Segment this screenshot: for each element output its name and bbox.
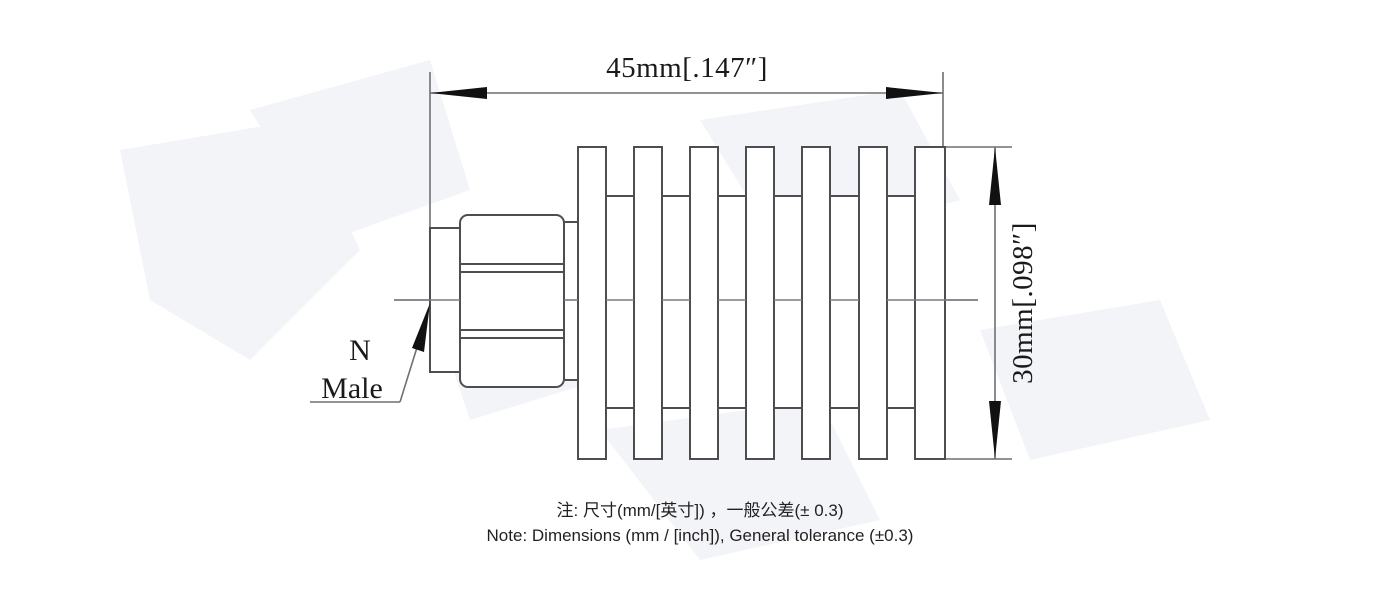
heatsink-fin [858,146,888,460]
callout-label-line2: Male [321,372,383,405]
length-dimension-label: 45mm[.147″] [606,52,768,84]
heatsink-fin [633,146,663,460]
height-arrow-bottom [989,401,1001,459]
heatsink-fin [745,146,775,460]
connector-collar [563,221,579,381]
height-dimension-group: 30mm[.098″] [930,146,1039,460]
note-line-english: Note: Dimensions (mm / [inch]), General … [486,526,914,545]
connector-callout: N Male [310,303,430,405]
connector-nut-upper-flat [459,214,565,265]
connector-nut-lower-flat [459,337,565,388]
connector-nut-middle-band [459,263,565,273]
connector-assembly [429,214,579,388]
connector-nut-lower-band [459,329,565,339]
heatsink-assembly [577,146,946,460]
length-arrow-left [430,87,487,99]
heatsink-fin [577,146,607,460]
length-dimension-group: 45mm[.147″] [429,52,944,232]
height-arrow-top [989,147,1001,205]
note-line-chinese: 注: 尺寸(mm/[英寸]) ，一般公差(± 0.3) [556,501,844,520]
callout-arrowhead [412,303,430,352]
heatsink-fin [801,146,831,460]
notes-block: 注: 尺寸(mm/[英寸]) ，一般公差(± 0.3) Note: Dimens… [0,498,1400,548]
heatsink-fin [689,146,719,460]
height-dimension-label: 30mm[.098″] [1007,222,1039,384]
connector-nut-center-flat [459,271,565,331]
heatsink-fin [914,146,946,460]
length-arrow-right [886,87,943,99]
callout-label-line1: N [349,334,371,367]
